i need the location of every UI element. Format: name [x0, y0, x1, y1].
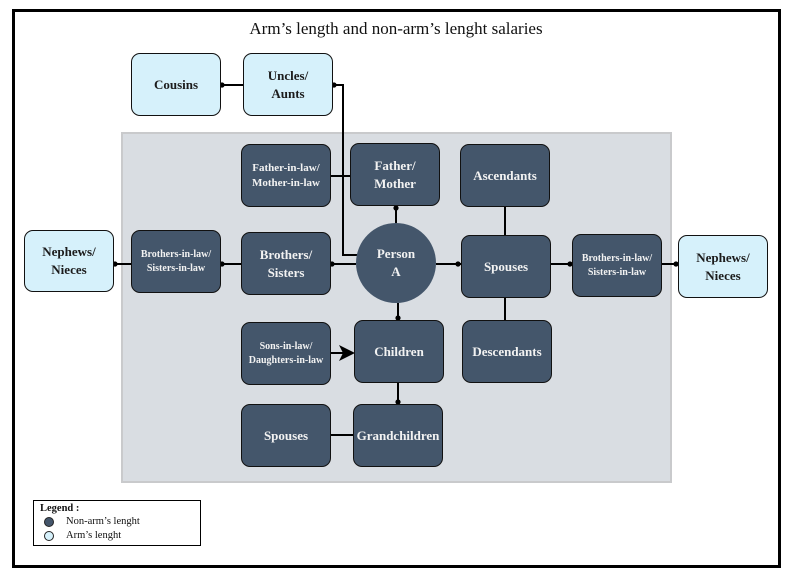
- node-cousins[interactable]: Cousins: [131, 53, 221, 116]
- junction-dot: [395, 315, 401, 321]
- node-label: Person: [376, 246, 416, 262]
- node-grandchildren[interactable]: Grandchildren: [353, 404, 443, 467]
- node-label: Daughters-in-law: [248, 354, 324, 366]
- node-label: Aunts: [271, 85, 305, 101]
- legend-title: Legend :: [40, 503, 80, 514]
- node-label: Nieces: [705, 267, 741, 283]
- diagram-title: Arm’s length and non-arm’s lenght salari…: [249, 19, 543, 38]
- node-children[interactable]: Children: [354, 320, 444, 383]
- node-label: Cousins: [153, 76, 199, 92]
- node-label: Nephews/: [696, 249, 750, 265]
- node-label: Sons-in-law/: [259, 341, 313, 352]
- node-label: Nephews/: [42, 244, 96, 260]
- node-nephews-right[interactable]: Nephews/Nieces: [678, 235, 768, 298]
- junction-dot: [567, 261, 573, 267]
- legend: Legend : Non-arm’s lenght Arm’s lenght: [33, 500, 201, 546]
- node-father-mother[interactable]: Father/Mother: [350, 143, 440, 206]
- node-label: Mother: [374, 175, 416, 191]
- node-brothers-in-law-left[interactable]: Brothers-in-law/Sisters-in-law: [131, 230, 221, 293]
- legend-swatch-light: [44, 530, 54, 541]
- edge-uncles-person: [333, 84, 358, 256]
- node-label: Uncles/: [267, 67, 309, 83]
- node-descendants[interactable]: Descendants: [462, 320, 552, 383]
- junction-dot: [673, 261, 679, 267]
- node-label: Father-in-law/: [252, 161, 320, 174]
- legend-item-non-arms-length: Non-arm’s lenght: [44, 516, 140, 527]
- legend-item-arms-length: Arm’s lenght: [44, 530, 121, 541]
- node-label: Ascendants: [473, 167, 537, 183]
- node-sons-in-law-daughters-in-law[interactable]: Sons-in-law/Daughters-in-law: [241, 322, 331, 385]
- node-label: Descendants: [472, 343, 542, 359]
- node-label: Nieces: [51, 262, 87, 277]
- node-label: Spouses: [483, 258, 529, 274]
- node-label: Mother-in-law: [251, 176, 321, 189]
- node-brothers-sisters[interactable]: Brothers/Sisters: [241, 232, 331, 295]
- junction-dot: [393, 205, 399, 211]
- junction-dot: [395, 399, 401, 405]
- node-label: Spouses: [263, 427, 309, 443]
- node-nephews-left[interactable]: Nephews/Nieces: [24, 230, 114, 292]
- legend-label: Arm’s lenght: [66, 530, 122, 541]
- node-label: Father/: [374, 157, 416, 173]
- node-uncles-aunts[interactable]: Uncles/Aunts: [243, 53, 333, 116]
- node-brothers-in-law-right[interactable]: Brothers-in-law/Sisters-in-law: [572, 234, 662, 297]
- node-label: A: [391, 264, 401, 279]
- node-label: Sisters-in-law: [587, 266, 647, 278]
- node-grandchildren-spouses[interactable]: Spouses: [241, 404, 331, 467]
- legend-label: Non-arm’s lenght: [66, 516, 140, 527]
- node-label: Sisters-in-law: [146, 262, 206, 274]
- node-label: Sisters: [267, 264, 305, 280]
- legend-swatch-dark: [44, 516, 54, 527]
- node-label: Children: [374, 343, 424, 359]
- node-label: Grandchildren: [356, 427, 440, 443]
- node-label: Brothers-in-law/: [581, 253, 653, 264]
- node-father-in-law-mother-in-law[interactable]: Father-in-law/Mother-in-law: [241, 144, 331, 207]
- node-label: Brothers/: [259, 246, 313, 262]
- node-spouses[interactable]: Spouses: [461, 235, 551, 298]
- node-ascendants[interactable]: Ascendants: [460, 144, 550, 207]
- junction-dot: [455, 261, 461, 267]
- node-label: Brothers-in-law/: [140, 249, 212, 260]
